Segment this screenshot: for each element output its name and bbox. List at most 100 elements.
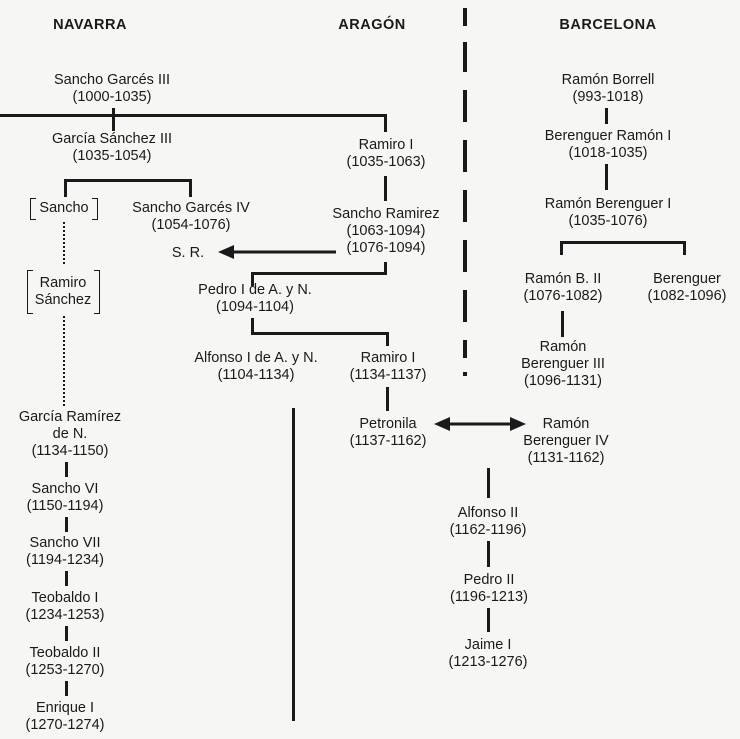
- node-sancho-vi: Sancho VI (1150-1194): [27, 481, 104, 515]
- node-name: Teobaldo I: [31, 590, 99, 606]
- connector-line: [251, 318, 254, 334]
- node-years: (1094-1104): [216, 299, 294, 315]
- node-years: (1253-1270): [25, 662, 105, 678]
- connector-line: [386, 387, 389, 411]
- node-years: (1194-1234): [26, 552, 104, 568]
- node-name: García Sánchez III: [51, 131, 173, 147]
- node-sancho-garces-iv: Sancho Garcés IV (1054-1076): [132, 200, 250, 234]
- node-name: Ramón Berenguer I: [544, 196, 672, 212]
- divider-dash: [463, 290, 467, 322]
- node-ramon-berenguer-iv: Ramón Berenguer IV (1131-1162): [523, 416, 608, 467]
- divider-dash: [463, 340, 467, 358]
- node-years: (1213-1276): [448, 654, 528, 670]
- node-alfonso-ii: Alfonso II (1162-1196): [450, 505, 527, 539]
- node-name: S. R.: [171, 245, 205, 261]
- node-name: Sancho VII: [29, 535, 101, 551]
- node-years: (1035-1076): [568, 213, 648, 229]
- node-name: Berenguer: [653, 271, 721, 287]
- node-ramon-b-ii: Ramón B. II (1076-1082): [524, 271, 603, 305]
- node-ramon-berenguer-i: Ramón Berenguer I (1035-1076): [545, 196, 672, 230]
- header-navarra: NAVARRA: [53, 17, 127, 33]
- divider-dash: [463, 372, 467, 376]
- node-line1: Ramón: [539, 339, 587, 355]
- node-name: Teobaldo II: [29, 645, 101, 661]
- connector-line: [64, 179, 192, 182]
- connector-line: [112, 108, 115, 117]
- node-name: Enrique I: [35, 700, 95, 716]
- node-berenguer: Berenguer (1082-1096): [648, 271, 727, 305]
- bracket-right: [94, 270, 100, 314]
- node-name: Sancho VI: [31, 481, 99, 497]
- connector-line: [251, 272, 384, 275]
- node-teobaldo-i: Teobaldo I (1234-1253): [26, 590, 105, 624]
- node-years: (1054-1076): [151, 217, 231, 233]
- node-years: (1162-1196): [449, 522, 527, 538]
- node-years: (1096-1131): [524, 373, 602, 389]
- node-years: (1063-1094): [346, 223, 426, 239]
- node-garcia-ramirez: García Ramírez de N. (1134-1150): [19, 409, 121, 460]
- divider-dash: [463, 8, 467, 26]
- node-name: Pedro II: [463, 572, 515, 588]
- connector-line: [65, 626, 68, 641]
- node-name: Pedro I de A. y N.: [198, 282, 312, 298]
- node-years: (1018-1035): [568, 145, 648, 161]
- node-line1: Ramón: [542, 416, 590, 432]
- divider-dash: [463, 42, 467, 72]
- node-pedro-i: Pedro I de A. y N. (1094-1104): [198, 282, 312, 316]
- node-name: Berenguer Ramón I: [544, 128, 672, 144]
- dotted-line: [63, 316, 65, 406]
- node-years: (1000-1035): [72, 89, 152, 105]
- node-name: Ramiro I: [358, 137, 414, 153]
- divider-dash: [463, 140, 467, 172]
- connector-line: [189, 179, 192, 197]
- connector-line: [605, 164, 608, 190]
- node-name: Ramiro I: [360, 350, 416, 366]
- connector-line: [65, 462, 68, 477]
- node-name: Sancho Garcés III: [53, 72, 171, 88]
- node-years: (1076-1082): [523, 288, 603, 304]
- node-years: (993-1018): [572, 89, 644, 105]
- connector-line: [251, 332, 389, 335]
- node-years: (1134-1137): [349, 367, 427, 383]
- connector-line: [64, 179, 67, 197]
- bracket-right: [92, 198, 98, 220]
- node-name: Sancho Ramirez: [332, 206, 440, 222]
- connector-line: [65, 517, 68, 532]
- node-ramiro-i: Ramiro I (1035-1063): [347, 137, 426, 171]
- node-years: (1035-1063): [346, 154, 426, 170]
- node-line2: Berenguer III: [521, 356, 605, 372]
- connector-line: [487, 608, 490, 632]
- connector-line: [605, 108, 608, 124]
- connector-line: [561, 311, 564, 337]
- node-berenguer-ramon-i: Berenguer Ramón I (1018-1035): [545, 128, 672, 162]
- node-years: (1234-1253): [25, 607, 105, 623]
- node-name: Alfonso I de A. y N.: [194, 350, 318, 366]
- connector-line: [683, 241, 686, 255]
- node-sancho-garces-iii: Sancho Garcés III (1000-1035): [54, 72, 170, 106]
- node-years: (1131-1162): [527, 450, 605, 466]
- connector-line: [384, 176, 387, 201]
- node-garcia-sanchez-iii: García Sánchez III (1035-1054): [52, 131, 172, 165]
- node-sancho-vii: Sancho VII (1194-1234): [26, 535, 104, 569]
- node-ramon-berenguer-iii: Ramón Berenguer III (1096-1131): [521, 339, 605, 390]
- divider-dash: [463, 240, 467, 272]
- node-name: Jaime I: [464, 637, 512, 653]
- connector-line: [112, 117, 115, 131]
- connector-line: [487, 468, 490, 498]
- node-line1: García Ramírez: [18, 409, 122, 425]
- node-teobaldo-ii: Teobaldo II (1253-1270): [26, 645, 105, 679]
- bracket-left: [30, 198, 36, 220]
- marriage-arrow: [434, 417, 526, 431]
- connector-line: [65, 571, 68, 586]
- connector-line: [560, 241, 686, 244]
- node-petronila: Petronila (1137-1162): [350, 416, 427, 450]
- connector-line: [384, 114, 387, 132]
- node-line2: de N.: [52, 426, 88, 442]
- header-barcelona: BARCELONA: [559, 17, 657, 33]
- node-years: (1270-1274): [25, 717, 105, 733]
- vertical-rule: [292, 408, 295, 721]
- divider-dash: [463, 190, 467, 222]
- node-pedro-ii: Pedro II (1196-1213): [450, 572, 528, 606]
- node-ramon-borrell: Ramón Borrell (993-1018): [562, 72, 655, 106]
